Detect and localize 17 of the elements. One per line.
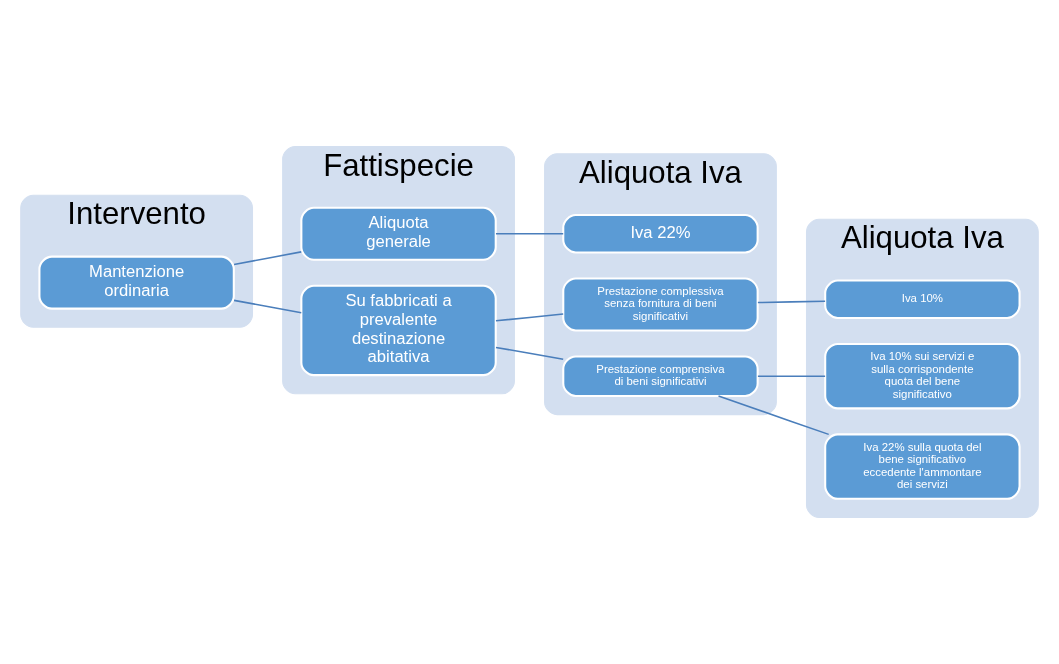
connector <box>495 313 564 322</box>
connector <box>757 300 826 304</box>
connector <box>757 375 826 377</box>
node-box: Iva 22% <box>562 214 759 254</box>
node-box: Aliquota generale <box>300 206 497 261</box>
connector <box>495 233 564 235</box>
connector <box>495 346 564 360</box>
connector <box>233 299 303 314</box>
node-box: Iva 22% sulla quota del bene significativo eccedente l'ammontare dei servizi <box>824 433 1021 500</box>
node-box: Su fabbricati a prevalente destinazione abitativa <box>300 284 497 377</box>
node-box: Iva 10% <box>824 279 1021 319</box>
node-box: Iva 10% sui servizi e sulla corrispondente quota del bene significativo <box>824 342 1021 410</box>
node-box: Mantenzione ordinaria <box>38 255 235 310</box>
connector <box>233 251 303 266</box>
node-box: Prestazione comprensiva di beni significativi <box>562 355 759 397</box>
node-box: Prestazione complessiva senza fornitura di beni significativi <box>562 277 759 332</box>
connector <box>717 395 830 436</box>
